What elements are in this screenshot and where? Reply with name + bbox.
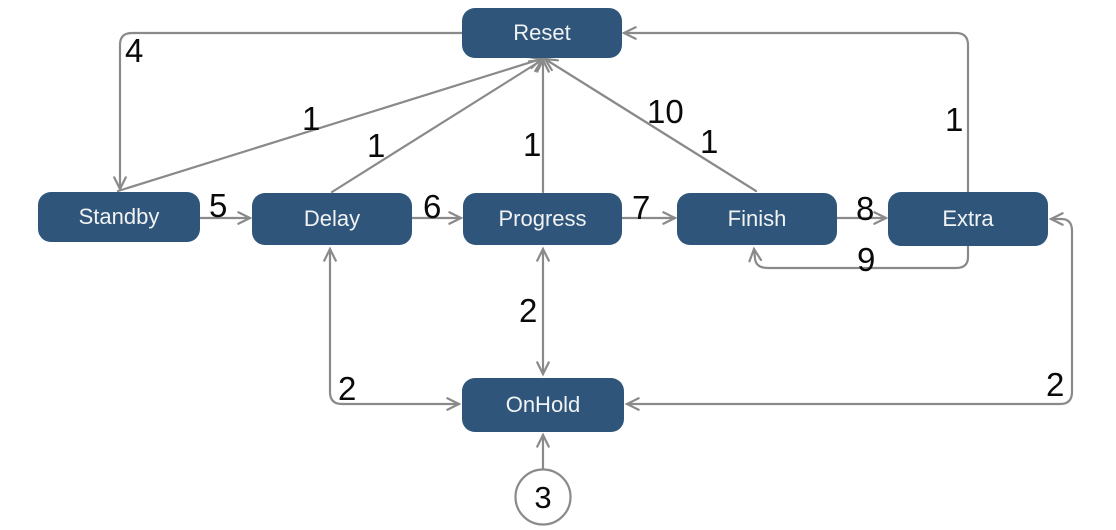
node-progress: Progress [463,193,622,245]
edge-line-finish-reset [543,57,758,193]
arrowhead-icon [113,176,127,192]
arrowhead-icon [873,211,889,225]
node-box-extra [888,192,1048,246]
arrowhead-icon [624,397,640,411]
arrowhead-icon [536,246,550,262]
node-label-extra: Extra [942,206,994,231]
edge-delay-onhold: 2 [323,246,462,411]
edge-line-reset-standby [118,31,464,191]
edge-label-extra-reset: 1 [945,101,963,138]
arrowhead-icon [662,211,678,225]
arrowhead-icon [536,57,550,73]
edge-label-delay-reset: 1 [367,127,385,164]
node-label-reset: Reset [513,20,570,45]
edge-start-onhold [536,432,550,471]
node-finish: Finish [677,193,837,245]
edge-label-standby-delay: 5 [209,187,227,224]
edge-progress-reset: 1 [523,57,550,194]
edge-line-standby-reset [116,57,543,193]
node-box-onhold [462,378,624,432]
arrowhead-icon [1048,212,1064,226]
edge-progress-finish: 7 [620,189,678,226]
edge-label-standby-reset: 1 [302,100,320,137]
edge-reset-standby: 4 [113,31,464,192]
edge-line-delay-reset [330,58,544,194]
edge-label-reset-finish: 10 [647,93,684,130]
arrowhead-icon [536,361,550,377]
node-label-standby: Standby [79,204,160,229]
start-state-circle [514,468,572,526]
node-extra: Extra [888,192,1048,246]
edge-line-onhold-extra [625,217,1074,406]
node-box-delay [252,193,412,245]
node-box-progress [463,193,622,245]
arrowhead-icon [542,57,560,72]
arrowhead-icon [536,432,550,448]
edge-onhold-extra: 2 [624,212,1074,411]
node-label-delay: Delay [304,206,360,231]
node-label-finish: Finish [728,206,787,231]
edge-extra-reset: 1 [621,26,970,194]
arrowhead-icon [237,211,253,225]
edge-finish-reset: 1 [542,57,758,193]
edge-delay-progress: 6 [410,188,464,225]
edge-label-onhold-extra: 2 [1046,366,1064,403]
arrowhead-icon [748,246,763,263]
edge-line-extra-reset [622,31,970,194]
node-delay: Delay [252,193,412,245]
arrowhead-icon [621,26,637,40]
start-state-marker: 3 [514,468,572,526]
edge-label-extra-finish: 9 [857,241,875,278]
edge-label-progress-finish: 7 [632,189,650,226]
node-label-onhold: OnHold [506,392,581,417]
edge-standby-delay: 5 [198,187,253,225]
arrowhead-icon [448,211,464,225]
edge-finish-extra: 8 [835,190,889,227]
edge-line-delay-onhold [328,247,461,406]
edge-extra-finish: 9 [748,241,970,278]
edge-standby-reset: 1 [116,55,544,193]
edge-label-finish-reset: 1 [700,123,718,160]
node-box-finish [677,193,837,245]
edge-label-progress-reset: 1 [523,126,541,163]
arrowhead-icon [323,246,337,262]
start-state-label: 3 [534,480,551,515]
edge-label-progress-onhold: 2 [519,292,537,329]
node-standby: Standby [38,192,200,242]
edge-progress-onhold: 2 [519,246,550,377]
node-onhold: OnHold [462,378,624,432]
edge-delay-reset: 1 [330,58,545,194]
node-box-standby [38,192,200,242]
node-box-reset [462,8,622,58]
edge-label-finish-extra: 8 [856,190,874,227]
edge-line-extra-finish [752,244,970,270]
node-label-progress: Progress [498,206,586,231]
arrowhead-icon [446,397,462,411]
edge-label-reset-standby: 4 [125,32,143,69]
edge-label-delay-onhold: 2 [338,370,356,407]
edge-label-delay-progress: 6 [423,188,441,225]
node-reset: Reset [462,8,622,58]
